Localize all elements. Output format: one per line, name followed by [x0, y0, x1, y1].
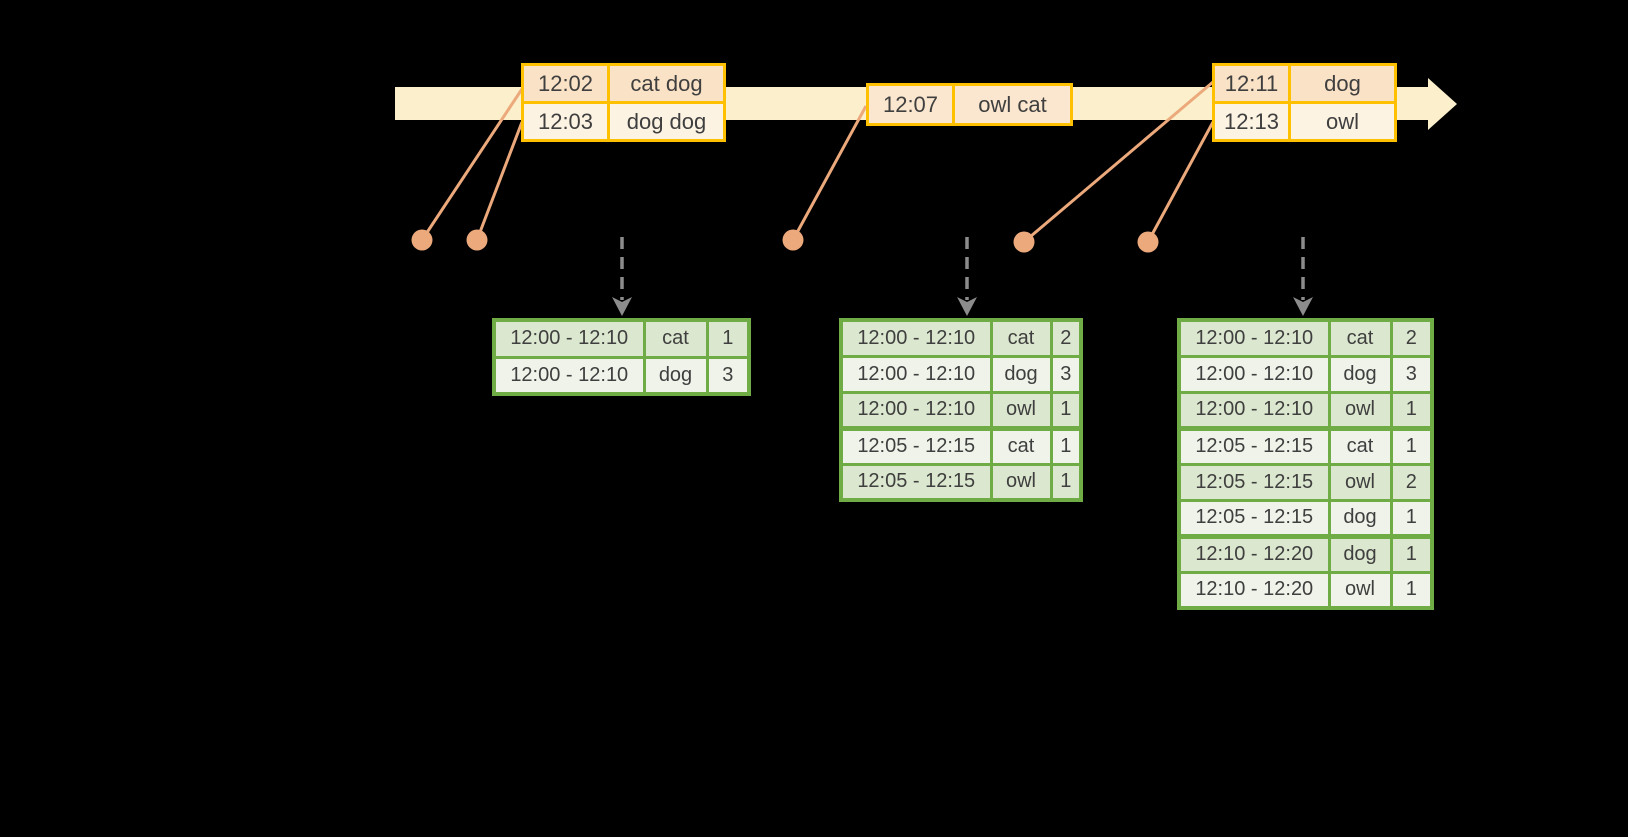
window-cell: 12:10 - 12:20	[1177, 533, 1331, 574]
window-cell: 12:00 - 12:10	[492, 318, 646, 359]
window-cell: 12:05 - 12:15	[1177, 462, 1331, 502]
result-table-3: 12:00 - 12:10 cat 2 12:00 - 12:10 dog 3 …	[1177, 318, 1434, 610]
trigger-arrow	[957, 237, 977, 316]
window-cell: 12:00 - 12:10	[1177, 318, 1331, 358]
word-cell: owl	[1327, 570, 1393, 610]
word-cell: cat	[989, 318, 1053, 358]
window-cell: 12:00 - 12:10	[839, 390, 993, 430]
window-cell: 12:05 - 12:15	[839, 425, 993, 466]
window-cell: 12:00 - 12:10	[492, 355, 646, 396]
table-row: 12:05 - 12:15 owl 1	[839, 462, 1083, 502]
window-cell: 12:00 - 12:10	[1177, 390, 1331, 430]
count-cell: 1	[1389, 498, 1434, 538]
window-cell: 12:00 - 12:10	[839, 318, 993, 358]
timeline-arrowhead-icon	[1428, 78, 1457, 130]
window-cell: 12:00 - 12:10	[1177, 354, 1331, 394]
event-words-cell: owl	[1288, 101, 1397, 142]
table-row: 12:05 - 12:15 cat 1	[839, 425, 1083, 466]
count-cell: 1	[1049, 390, 1083, 430]
result-table-1: 12:00 - 12:10 cat 1 12:00 - 12:10 dog 3	[492, 318, 751, 396]
word-cell: cat	[642, 318, 709, 359]
table-row: 12:00 - 12:10 owl 1	[839, 390, 1083, 430]
window-cell: 12:05 - 12:15	[839, 462, 993, 502]
event-words-cell: owl cat	[952, 83, 1073, 126]
event-row: 12:02 cat dog	[521, 63, 726, 104]
event-row: 12:11 dog	[1212, 63, 1397, 104]
word-cell: dog	[1327, 498, 1393, 538]
count-cell: 2	[1389, 462, 1434, 502]
word-cell: owl	[1327, 390, 1393, 430]
table-row: 12:00 - 12:10 dog 3	[1177, 354, 1434, 394]
trigger-arrowhead-icon	[612, 297, 632, 316]
count-cell: 1	[1389, 533, 1434, 574]
event-dot	[411, 229, 433, 251]
event-time-cell: 12:02	[521, 63, 610, 104]
table-row: 12:05 - 12:15 dog 1	[1177, 498, 1434, 538]
event-table-1207: 12:07 owl cat	[866, 83, 1073, 126]
event-leader-line	[1146, 121, 1215, 243]
count-cell: 1	[1049, 425, 1083, 466]
event-words-cell: dog dog	[607, 101, 726, 142]
word-cell: owl	[989, 462, 1053, 502]
result-table-2: 12:00 - 12:10 cat 2 12:00 - 12:10 dog 3 …	[839, 318, 1083, 502]
window-cell: 12:05 - 12:15	[1177, 425, 1331, 466]
window-cell: 12:00 - 12:10	[839, 354, 993, 394]
event-time-cell: 12:03	[521, 101, 610, 142]
count-cell: 1	[1389, 570, 1434, 610]
event-dot	[466, 229, 488, 251]
event-time-cell: 12:11	[1212, 63, 1291, 104]
table-row: 12:10 - 12:20 owl 1	[1177, 570, 1434, 610]
table-row: 12:00 - 12:10 cat 2	[839, 318, 1083, 358]
count-cell: 1	[705, 318, 751, 359]
word-cell: dog	[1327, 354, 1393, 394]
table-row: 12:05 - 12:15 cat 1	[1177, 425, 1434, 466]
count-cell: 3	[705, 355, 751, 396]
event-dot	[1137, 231, 1159, 253]
count-cell: 1	[1389, 425, 1434, 466]
event-row: 12:03 dog dog	[521, 101, 726, 142]
trigger-arrowhead-icon	[1293, 297, 1313, 316]
event-words-cell: dog	[1288, 63, 1397, 104]
word-cell: cat	[1327, 425, 1393, 466]
table-row: 12:00 - 12:10 cat 2	[1177, 318, 1434, 358]
word-cell: dog	[989, 354, 1053, 394]
word-cell: cat	[1327, 318, 1393, 358]
event-time-cell: 12:07	[866, 83, 955, 126]
count-cell: 2	[1049, 318, 1083, 358]
trigger-arrow	[612, 237, 632, 316]
event-leader-line	[791, 105, 868, 241]
table-row: 12:00 - 12:10 dog 3	[839, 354, 1083, 394]
count-cell: 1	[1049, 462, 1083, 502]
table-row: 12:00 - 12:10 dog 3	[492, 355, 751, 396]
table-row: 12:00 - 12:10 owl 1	[1177, 390, 1434, 430]
word-cell: dog	[1327, 533, 1393, 574]
event-leader-line	[475, 121, 524, 241]
table-row: 12:00 - 12:10 cat 1	[492, 318, 751, 359]
count-cell: 2	[1389, 318, 1434, 358]
event-row: 12:07 owl cat	[866, 83, 1073, 126]
count-cell: 3	[1049, 354, 1083, 394]
trigger-arrow	[1293, 237, 1313, 316]
word-cell: owl	[1327, 462, 1393, 502]
event-words-cell: cat dog	[607, 63, 726, 104]
event-time-cell: 12:13	[1212, 101, 1291, 142]
event-leader-line	[420, 88, 524, 241]
event-dot	[782, 229, 804, 251]
window-cell: 12:05 - 12:15	[1177, 498, 1331, 538]
event-dot	[1013, 231, 1035, 253]
word-cell: owl	[989, 390, 1053, 430]
table-row: 12:10 - 12:20 dog 1	[1177, 533, 1434, 574]
window-cell: 12:10 - 12:20	[1177, 570, 1331, 610]
count-cell: 1	[1389, 390, 1434, 430]
event-row: 12:13 owl	[1212, 101, 1397, 142]
event-table-1202: 12:02 cat dog 12:03 dog dog	[521, 63, 726, 142]
event-table-1211: 12:11 dog 12:13 owl	[1212, 63, 1397, 142]
table-row: 12:05 - 12:15 owl 2	[1177, 462, 1434, 502]
word-cell: dog	[642, 355, 709, 396]
trigger-arrowhead-icon	[957, 297, 977, 316]
count-cell: 3	[1389, 354, 1434, 394]
word-cell: cat	[989, 425, 1053, 466]
event-leader-line	[1023, 80, 1214, 244]
